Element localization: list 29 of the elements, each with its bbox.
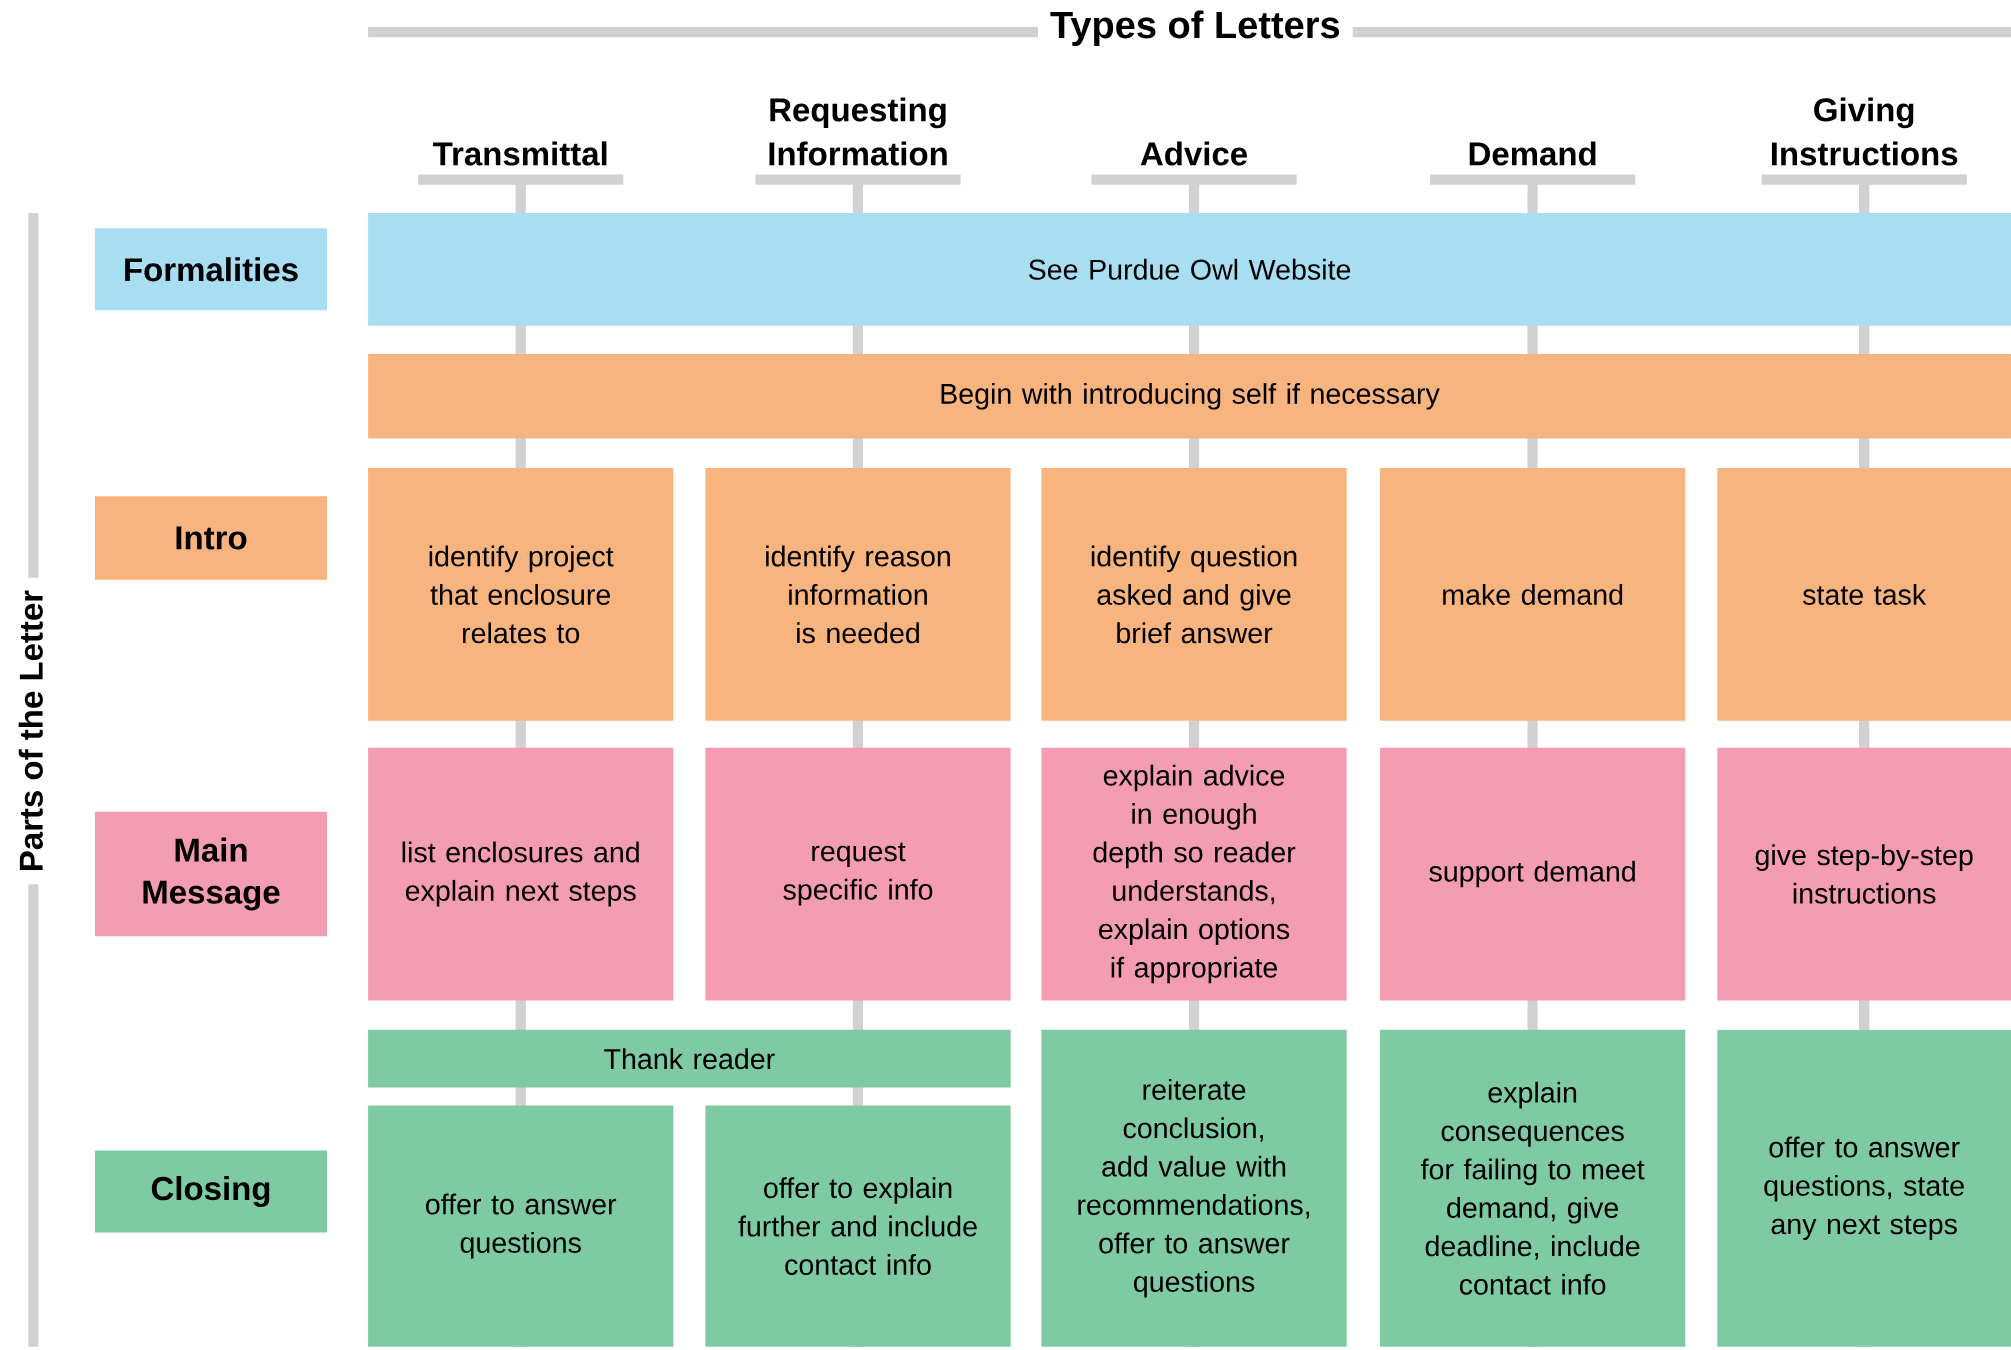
banner: Begin with introducing self if necessary — [368, 353, 2011, 439]
cell-box: offer to answer questions — [368, 1105, 674, 1347]
cell-box: identify project that enclosure relates to — [368, 467, 674, 721]
row-label: Intro — [94, 496, 328, 580]
banner: Thank reader — [368, 1029, 1011, 1088]
cell-box: list enclosures and explain next steps — [368, 747, 674, 1001]
cell-box: explain consequences for failing to meet demand, give deadline, include contact info — [1380, 1029, 1686, 1347]
title: Types of Letters — [1038, 8, 1353, 48]
column-heading: Demand — [1469, 141, 1596, 166]
cell-box: offer to explain further and include contact info — [705, 1105, 1011, 1347]
banner: See Purdue Owl Website — [368, 212, 2011, 326]
cell-box: request specific info — [705, 747, 1011, 1001]
cell-box: state task — [1717, 467, 2011, 721]
row-label: Formalities — [94, 228, 328, 311]
cell-box: make demand — [1380, 467, 1686, 721]
cell-box: offer to answer questions, state any next steps — [1717, 1029, 2011, 1347]
axis-label: Parts of the Letter — [16, 577, 45, 884]
cell-box: reiterate conclusion, add value with recommendations, offer to answer questions — [1041, 1029, 1347, 1347]
cell-box: give step-by-step instructions — [1717, 747, 2011, 1001]
column-heading: Advice — [1140, 141, 1247, 166]
row-label: Main Message — [94, 811, 328, 936]
column-heading: Requesting Information — [769, 97, 947, 166]
cell-box: identify reason information is needed — [705, 467, 1011, 721]
column-heading: Giving Instructions — [1771, 97, 1958, 166]
column-heading: Transmittal — [433, 141, 607, 166]
cell-box: support demand — [1380, 747, 1686, 1001]
cell-box: explain advice in enough depth so reader understands, explain options if appropriate — [1041, 747, 1347, 1001]
row-label: Closing — [94, 1150, 328, 1233]
cell-box: identify question asked and give brief answer — [1041, 467, 1347, 721]
